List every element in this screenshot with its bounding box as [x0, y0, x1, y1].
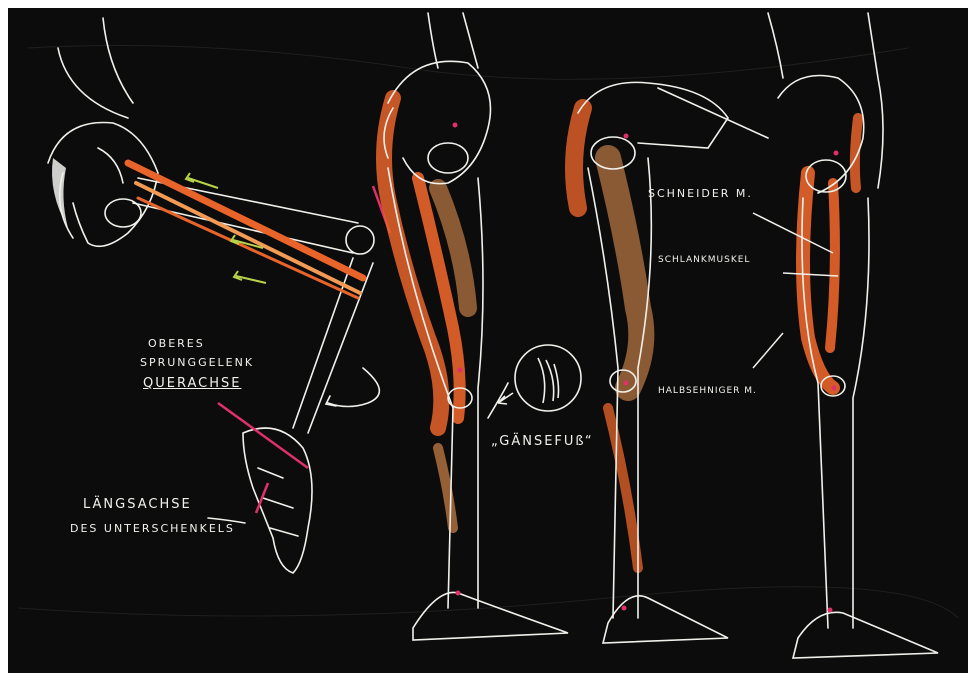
- label-laengsachse-line1: LÄNGSACHSE: [83, 498, 192, 513]
- label-halbsehniger: HALBSEHNIGER M.: [658, 386, 757, 396]
- label-gaensefuss: „GÄNSEFUß“: [491, 435, 594, 450]
- label-laengsachse-line2: DES UNTERSCHENKELS: [70, 523, 235, 536]
- label-oberes-line3: QUERACHSE: [143, 377, 241, 392]
- chalkboard: OBERES SPRUNGGELENK QUERACHSE LÄNGSACHSE…: [8, 8, 968, 673]
- label-oberes-line1: OBERES: [148, 338, 205, 351]
- label-schneider: SCHNEIDER M.: [648, 188, 753, 201]
- label-oberes-line2: SPRUNGGELENK: [140, 357, 254, 370]
- label-schlankmuskel: SCHLANKMUSKEL: [658, 255, 750, 265]
